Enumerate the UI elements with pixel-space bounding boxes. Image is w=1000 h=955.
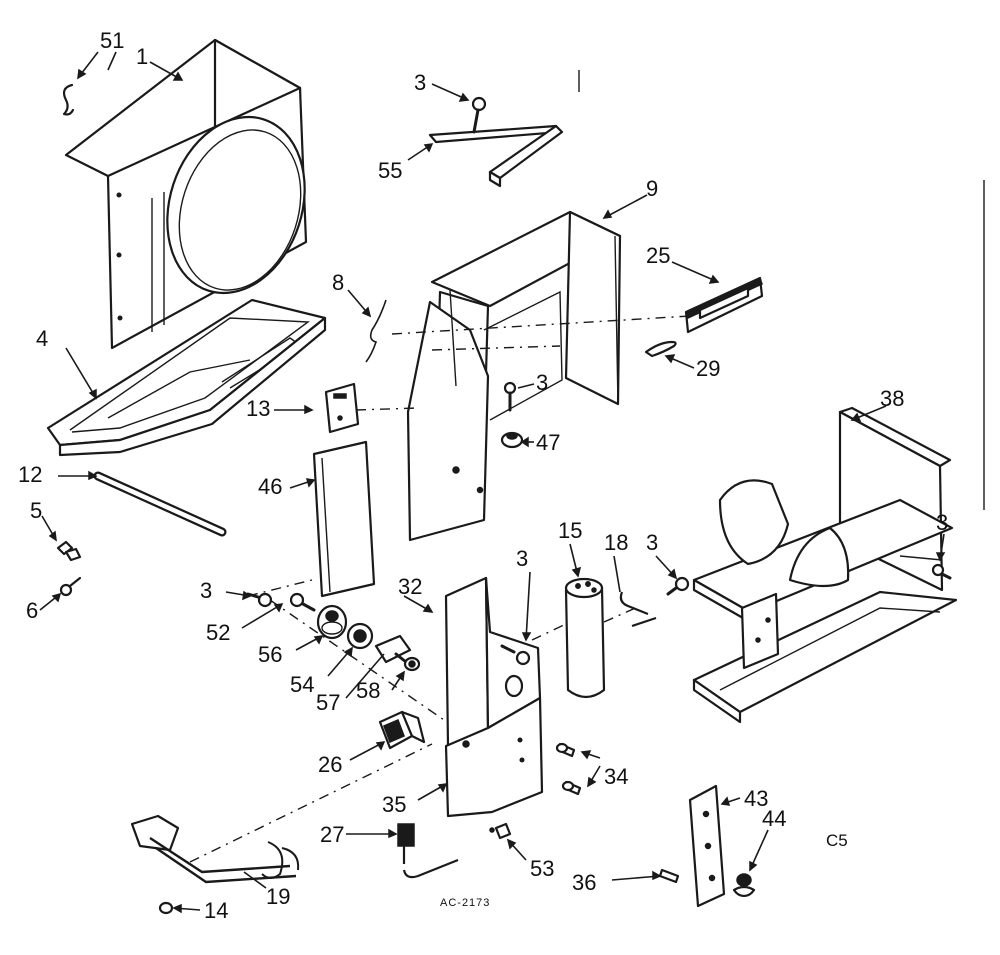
callout-3: 3 — [200, 578, 212, 603]
screw-36 — [658, 868, 680, 884]
base-pan — [46, 298, 327, 457]
callout-32: 32 — [398, 574, 422, 599]
callout-35: 35 — [382, 792, 406, 817]
callout-47: 47 — [536, 430, 560, 455]
callout-57: 57 — [316, 690, 340, 715]
control-plate — [684, 276, 764, 334]
capacitor — [564, 577, 606, 699]
callout-6: 6 — [26, 598, 38, 623]
nut-53 — [494, 822, 512, 840]
assembly-lines — [189, 315, 691, 863]
callout-3: 3 — [516, 546, 528, 571]
callout-54: 55 — [378, 158, 402, 183]
callout-9: 9 — [646, 176, 658, 201]
evaporator-housing — [692, 406, 958, 724]
callout-15: 19 — [266, 884, 290, 909]
nut-58 — [403, 656, 421, 672]
screw-52 — [289, 592, 316, 612]
screw-3-19 — [666, 576, 690, 596]
thermostat-44 — [732, 873, 756, 898]
callout-3: 3 — [536, 370, 548, 395]
callout-18: 15 — [558, 518, 582, 543]
callout-51: 51 — [100, 28, 124, 53]
callout-58: 58 — [356, 678, 380, 703]
callout-3: 3 — [936, 510, 948, 535]
callout-3: 3 — [414, 70, 426, 95]
plug-14 — [158, 901, 174, 915]
callout-14: 14 — [204, 898, 228, 923]
capacitor-strap — [619, 591, 657, 628]
callout-53: 53 — [530, 856, 554, 881]
callout-52: 52 — [206, 620, 230, 645]
drawing-number: AC-2173 — [440, 897, 490, 909]
callout-12: 12 — [18, 462, 42, 487]
switch-26 — [378, 710, 426, 750]
callout-5: 5 — [30, 498, 42, 523]
callout-38: 38 — [880, 386, 904, 411]
control-panel-bracket — [406, 210, 622, 542]
screw-3-bracket — [500, 644, 531, 666]
callout-29: 29 — [696, 356, 720, 381]
fastener-5 — [56, 540, 82, 562]
callout-8: 8 — [332, 270, 344, 295]
screw-3-top — [471, 96, 487, 134]
callout-26: 26 — [318, 752, 342, 777]
callout-3: 3 — [646, 530, 658, 555]
clip — [62, 83, 75, 116]
callout-13: 13 — [246, 396, 270, 421]
callout-56: 56 — [258, 642, 282, 667]
callout-27: 27 — [320, 822, 344, 847]
callout-55: 54 — [290, 672, 314, 697]
plate-13 — [324, 382, 360, 434]
wire-8 — [365, 299, 387, 363]
relay-27 — [397, 823, 459, 879]
callout-36: 36 — [572, 870, 596, 895]
bracket-54 — [428, 124, 564, 188]
mounting-strip — [688, 784, 726, 908]
callout-46: 46 — [258, 474, 282, 499]
screws-34 — [555, 742, 582, 796]
callout-19: 18 — [604, 530, 628, 555]
fastener-6 — [59, 576, 82, 597]
heater-15 — [130, 814, 300, 884]
callout-43: 43 — [744, 786, 768, 811]
knob-56 — [316, 604, 348, 640]
callout-labels: 51 1 3 55 9 25 29 8 3 47 4 13 12 46 38 3… — [18, 28, 948, 923]
fan-shroud — [64, 38, 308, 350]
spring-clip — [644, 340, 677, 358]
callout-25: 25 — [646, 243, 670, 268]
callout-34: 34 — [604, 764, 628, 789]
cover-plate — [312, 440, 376, 598]
screw-3-right — [931, 563, 952, 580]
leaders — [39, 51, 946, 914]
callout-4: 4 — [36, 326, 48, 351]
nut-47 — [500, 431, 524, 449]
screw-3-center — [503, 381, 517, 412]
callout-1: 1 — [136, 44, 148, 69]
section-code: C5 — [826, 831, 848, 850]
callout-44: 44 — [762, 806, 786, 831]
rod — [93, 471, 227, 537]
knob-55 — [346, 622, 374, 650]
